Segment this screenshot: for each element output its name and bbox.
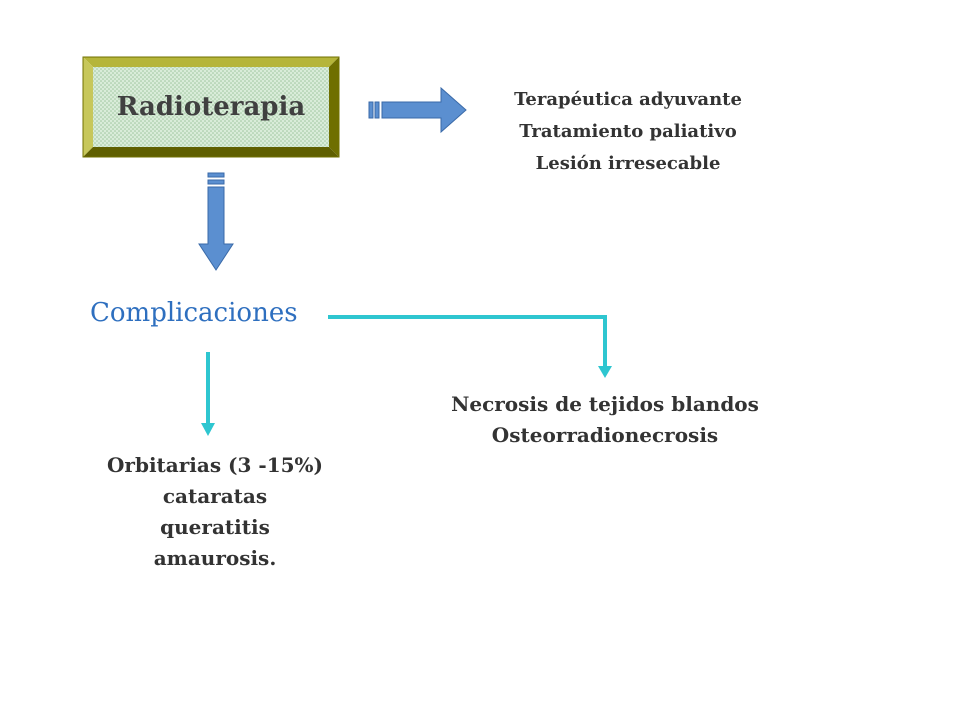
- soft-tissue-complications: Necrosis de tejidos blandos Osteorradion…: [408, 389, 802, 451]
- complication-item: cataratas: [162, 484, 268, 508]
- down-arrow: [198, 172, 234, 271]
- use-item: Terapéutica adyuvante: [514, 89, 742, 110]
- complication-item: Osteorradionecrosis: [491, 423, 719, 447]
- complication-item: queratitis: [160, 515, 270, 539]
- complication-item: Orbitarias (3 -15%): [107, 453, 323, 477]
- right-arrow: [368, 86, 467, 134]
- treatment-uses: Terapéutica adyuvante Tratamiento paliat…: [468, 84, 788, 180]
- radioterapia-title: Radioterapia: [116, 92, 306, 122]
- use-item: Lesión irresecable: [535, 153, 721, 174]
- use-item: Tratamiento paliativo: [519, 121, 737, 142]
- complication-item: Necrosis de tejidos blandos: [451, 392, 759, 416]
- complication-item: amaurosis.: [153, 546, 277, 570]
- complicaciones-title: Complicaciones: [90, 298, 298, 328]
- connector-down: [201, 352, 215, 436]
- connector-right: [328, 315, 612, 378]
- orbital-complications: Orbitarias (3 -15%) cataratas queratitis…: [84, 450, 346, 574]
- radioterapia-box: [82, 56, 340, 158]
